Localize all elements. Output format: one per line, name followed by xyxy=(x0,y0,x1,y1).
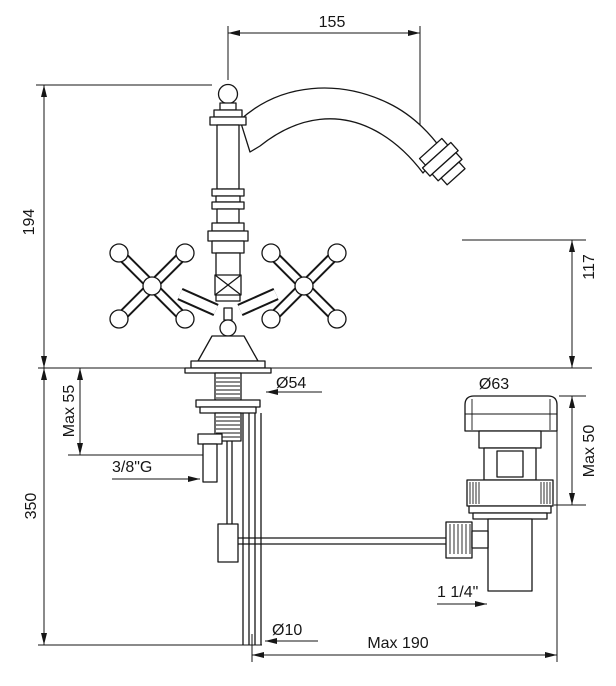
dimension-supply-thread: 3/8"G xyxy=(112,459,200,482)
rod-ball-joint xyxy=(471,530,489,549)
dimension-117: 117 xyxy=(462,239,598,368)
waste-washer-upper xyxy=(468,505,552,514)
waste-neck xyxy=(478,430,542,449)
faucet-column xyxy=(207,116,249,302)
under-deck-mounting xyxy=(195,372,261,483)
dimension-waste-thread: 1 1/4" xyxy=(437,584,487,607)
dimension-max190: Max 190 xyxy=(251,431,558,662)
rod-clevis xyxy=(217,523,239,563)
waste-locknut xyxy=(466,479,554,507)
dimension-dia10: Ø10 xyxy=(265,622,318,644)
supply-hoses xyxy=(242,413,262,645)
supply-connector-nut xyxy=(197,433,223,445)
dim-117-label: 117 xyxy=(581,254,598,280)
dimension-annotations: 155 194 117 Max 55 350 xyxy=(21,14,598,662)
dim-194-label: 194 xyxy=(21,209,38,236)
popup-waste-assembly xyxy=(445,395,558,592)
dim-dia63-label: Ø63 xyxy=(479,376,509,393)
waste-tailpiece xyxy=(487,518,533,592)
dim-155-label: 155 xyxy=(319,14,346,31)
faucet-top-finial xyxy=(213,83,243,118)
dim-supply-thread-label: 3/8"G xyxy=(112,459,152,476)
dimension-350: 350 xyxy=(23,368,262,646)
dim-max55-label: Max 55 xyxy=(61,385,78,438)
spout-spray-head xyxy=(418,137,466,186)
popup-rod-linkage xyxy=(217,441,446,563)
dimension-194: 194 xyxy=(21,84,212,368)
left-cross-handle xyxy=(109,243,219,329)
waste-flange xyxy=(464,395,558,432)
dimension-dia54: Ø54 xyxy=(266,375,322,395)
center-knob xyxy=(219,307,237,337)
dim-waste-thread-label: 1 1/4" xyxy=(437,584,478,601)
dimension-max55: Max 55 xyxy=(61,368,206,456)
faucet-spout xyxy=(239,87,443,174)
dim-dia10-label: Ø10 xyxy=(272,622,302,639)
dim-max50-label: Max 50 xyxy=(581,425,598,478)
dimension-max50: Max 50 xyxy=(554,395,598,506)
dimension-155: 155 xyxy=(227,14,421,136)
right-cross-handle xyxy=(237,243,347,329)
dim-max190-label: Max 190 xyxy=(367,635,428,652)
dim-dia54-label: Ø54 xyxy=(276,375,306,392)
faucet-assembly xyxy=(109,83,466,645)
supply-connector-tube xyxy=(202,443,218,483)
dim-350-label: 350 xyxy=(23,493,40,520)
waste-washer-lower xyxy=(472,512,548,520)
waste-overflow-slot xyxy=(496,450,524,478)
faucet-base xyxy=(184,335,272,374)
